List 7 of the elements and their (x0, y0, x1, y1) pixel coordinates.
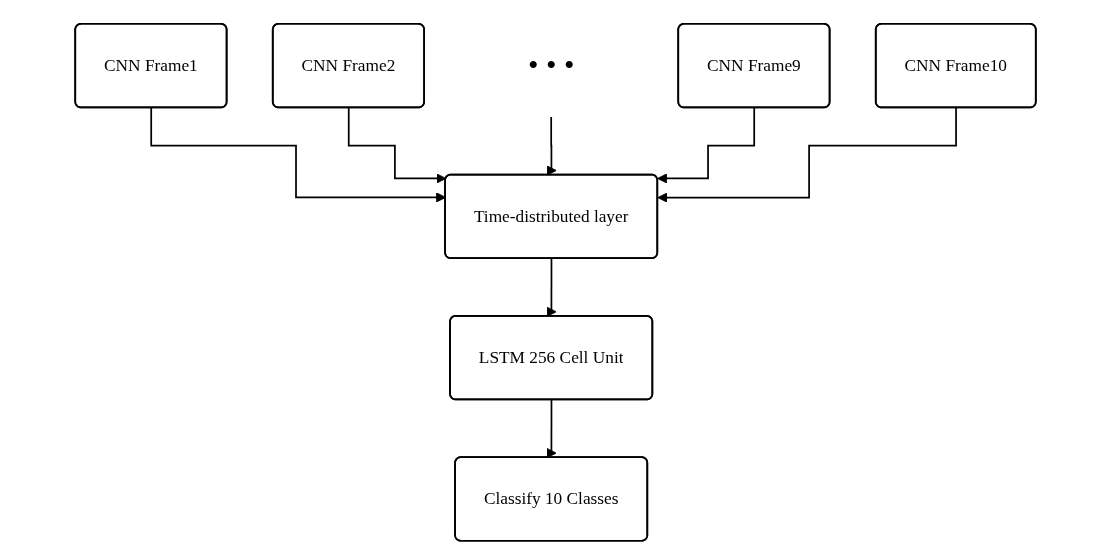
node-text: • • • (528, 48, 575, 83)
arrow (547, 257, 558, 317)
arrow (348, 107, 447, 184)
arrow (657, 107, 958, 203)
arrow (150, 107, 447, 203)
arrow (547, 116, 558, 176)
arrow (657, 107, 756, 184)
